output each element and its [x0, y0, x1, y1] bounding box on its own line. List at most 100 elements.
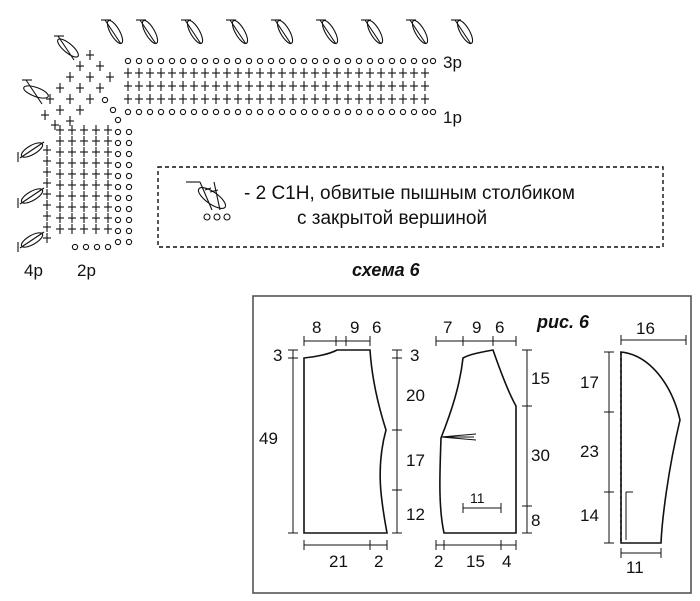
- legend-line-1: - 2 С1Н, обвитые пышным столбиком: [244, 183, 575, 204]
- chain-stitch-icon: [124, 108, 132, 116]
- chain-stitch-icon: [410, 108, 418, 116]
- chain-stitch-icon: [333, 108, 341, 116]
- sleeve-top-width: 16: [636, 319, 655, 338]
- chain-stitch-icon: [157, 57, 165, 65]
- chain-stitch-icon: [190, 108, 198, 116]
- puff-stitch-icon: [366, 19, 384, 45]
- back-right-seg-1: 20: [406, 386, 425, 405]
- puff-stitch-icon: [106, 19, 124, 45]
- chain-stitch-icon: [289, 57, 297, 65]
- row-label-2p: 2р: [77, 261, 96, 280]
- back-piece: [288, 336, 402, 550]
- chain-stitch-icon: [124, 57, 132, 65]
- puff-stitch-icon: [57, 38, 79, 58]
- chain-stitch-icon: [114, 205, 122, 213]
- chain-stitch-icon: [125, 139, 133, 147]
- puff-stitch-icon: [25, 79, 43, 105]
- chain-stitch-icon: [322, 108, 330, 116]
- chain-stitch-icon: [278, 108, 286, 116]
- puff-stitch-icon: [104, 19, 122, 45]
- chain-stitch-icon: [278, 57, 286, 65]
- back-right-seg-3: 12: [406, 505, 425, 524]
- row-label-4p: 4р: [24, 261, 43, 280]
- chain-stitch-icon: [289, 108, 297, 116]
- puff-stitch-icon: [409, 19, 427, 45]
- front-piece: [435, 336, 532, 550]
- front-top-seg-1: 7: [443, 318, 452, 337]
- chain-stitch-icon: [201, 108, 209, 116]
- chain-stitch-icon: [388, 57, 396, 65]
- chain-stitch-icon: [109, 106, 117, 114]
- chain-stitch-icon: [114, 139, 122, 147]
- chain-stitch-icon: [179, 108, 187, 116]
- chain-stitch-icon: [399, 57, 407, 65]
- puff-stitch-icon: [139, 19, 157, 45]
- chain-stitch-icon: [223, 108, 231, 116]
- chain-stitch-icon: [125, 238, 133, 246]
- chain-stitch-icon: [168, 108, 176, 116]
- front-bottom-seg-2: 15: [466, 552, 485, 571]
- back-left-top: 3: [273, 346, 282, 365]
- chain-stitch-icon: [146, 57, 154, 65]
- puff-stitch-icon: [321, 19, 339, 45]
- legend-box: [157, 166, 664, 248]
- back-left-height: 49: [259, 429, 278, 448]
- chain-stitch-icon: [355, 108, 363, 116]
- chain-stitch-icon: [168, 57, 176, 65]
- puff-stitch-icon: [20, 142, 44, 158]
- chain-stitch-icon: [114, 194, 122, 202]
- chain-stitch-icon: [388, 108, 396, 116]
- chain-stitch-icon: [311, 57, 319, 65]
- chain-stitch-icon: [344, 57, 352, 65]
- front-bottom-seg-3: 4: [502, 552, 511, 571]
- puff-stitch-icon: [231, 19, 249, 45]
- chain-stitch-icon: [377, 108, 385, 116]
- back-top-seg-2: 9: [350, 318, 359, 337]
- chain-stitch-icon: [300, 108, 308, 116]
- puff-stitch-icon: [184, 19, 202, 45]
- chain-stitch-icon: [114, 172, 122, 180]
- chain-stitch-icon: [125, 194, 133, 202]
- chain-stitch-icon: [114, 161, 122, 169]
- chain-stitch-icon: [114, 238, 122, 246]
- chain-stitch-icon: [179, 57, 187, 65]
- chain-stitch-icon: [114, 183, 122, 191]
- chain-stitch-icon: [135, 57, 143, 65]
- puff-stitch-icon: [19, 231, 45, 249]
- chain-stitch-icon: [101, 96, 109, 104]
- chain-stitch-icon: [245, 108, 253, 116]
- chain-stitch-icon: [125, 172, 133, 180]
- chain-stitch-icon: [234, 57, 242, 65]
- chain-stitch-icon: [429, 108, 437, 116]
- chain-stitch-icon: [377, 57, 385, 65]
- chain-stitch-icon: [333, 57, 341, 65]
- chain-stitch-icon: [125, 183, 133, 191]
- chain-stitch-icon: [125, 205, 133, 213]
- chart-caption: схема 6: [352, 260, 421, 280]
- puff-stitch-icon: [456, 19, 474, 45]
- puff-stitch-icon: [186, 181, 231, 221]
- crochet-chart: [17, 19, 474, 252]
- chain-stitch-icon: [114, 116, 122, 124]
- chain-stitch-icon: [125, 161, 133, 169]
- chain-stitch-icon: [223, 57, 231, 65]
- chain-stitch-icon: [125, 227, 133, 235]
- chain-stitch-icon: [256, 57, 264, 65]
- chain-stitch-icon: [245, 57, 253, 65]
- row-label-3p: 3р: [443, 53, 462, 72]
- chain-stitch-icon: [212, 57, 220, 65]
- chain-stitch-icon: [82, 243, 90, 251]
- figure-caption: рис. 6: [536, 312, 590, 332]
- back-top-seg-1: 8: [312, 318, 321, 337]
- chain-stitch-icon: [344, 108, 352, 116]
- chain-stitch-icon: [125, 128, 133, 136]
- back-right-top: 3: [410, 346, 419, 365]
- chain-stitch-icon: [157, 108, 165, 116]
- chain-stitch-icon: [366, 108, 374, 116]
- chain-stitch-icon: [135, 108, 143, 116]
- chain-stitch-icon: [234, 108, 242, 116]
- puff-stitch-icon: [19, 187, 45, 205]
- puff-stitch-icon: [276, 19, 294, 45]
- sleeve-bottom-width: 11: [626, 558, 644, 577]
